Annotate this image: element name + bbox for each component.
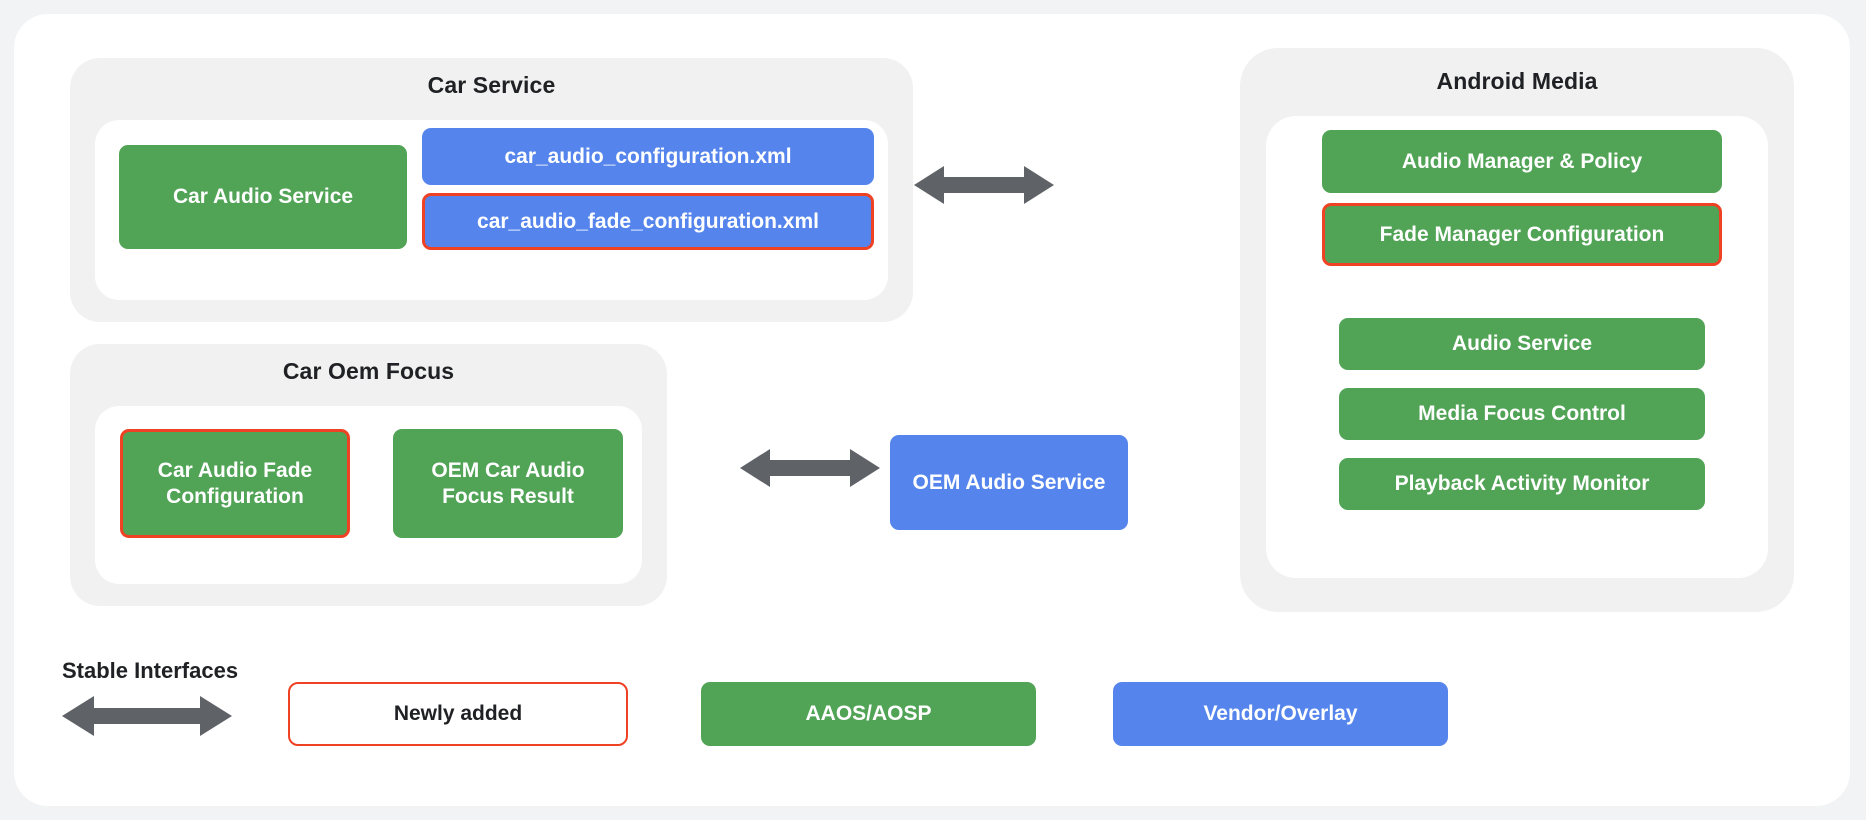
node-car-audio-configuration-xml[interactable]: car_audio_configuration.xml — [422, 128, 874, 185]
panel-car-service-title: Car Service — [427, 72, 556, 98]
legend-title: Stable Interfaces — [62, 658, 239, 683]
node-fade-manager-configuration[interactable]: Fade Manager Configuration — [1322, 203, 1722, 266]
panel-car-service-inner: Car Audio Service car_audio_configuratio… — [95, 120, 888, 300]
panel-android-media: Android Media Audio Manager & Policy Fad… — [1240, 48, 1794, 612]
node-car-audio-fade-configuration[interactable]: Car Audio Fade Configuration — [120, 429, 350, 538]
double-arrow-icon-middle — [740, 445, 880, 491]
legend-item-aaos-aosp[interactable]: AAOS/AOSP — [701, 682, 1036, 746]
legend-item-newly-added[interactable]: Newly added — [288, 682, 628, 746]
double-arrow-icon-legend — [62, 693, 232, 739]
double-arrow-icon-top — [914, 162, 1054, 208]
node-oem-audio-service[interactable]: OEM Audio Service — [890, 435, 1128, 530]
panel-android-media-title: Android Media — [1436, 68, 1598, 94]
panel-car-oem-focus: Car Oem Focus Car Audio Fade Configurati… — [70, 344, 667, 606]
legend-item-vendor-overlay[interactable]: Vendor/Overlay — [1113, 682, 1448, 746]
node-car-audio-fade-configuration-xml[interactable]: car_audio_fade_configuration.xml — [422, 193, 874, 250]
panel-android-media-inner: Audio Manager & Policy Fade Manager Conf… — [1266, 116, 1768, 578]
diagram-card: Car Service Car Audio Service car_audio_… — [14, 14, 1850, 806]
node-playback-activity-monitor[interactable]: Playback Activity Monitor — [1339, 458, 1705, 510]
node-car-audio-service[interactable]: Car Audio Service — [119, 145, 407, 249]
node-audio-service[interactable]: Audio Service — [1339, 318, 1705, 370]
node-media-focus-control[interactable]: Media Focus Control — [1339, 388, 1705, 440]
panel-car-oem-focus-title: Car Oem Focus — [282, 358, 455, 384]
panel-car-oem-focus-inner: Car Audio Fade Configuration OEM Car Aud… — [95, 406, 642, 584]
node-oem-car-audio-focus-result[interactable]: OEM Car Audio Focus Result — [393, 429, 623, 538]
node-audio-manager-and-policy[interactable]: Audio Manager & Policy — [1322, 130, 1722, 193]
panel-car-service: Car Service Car Audio Service car_audio_… — [70, 58, 913, 322]
